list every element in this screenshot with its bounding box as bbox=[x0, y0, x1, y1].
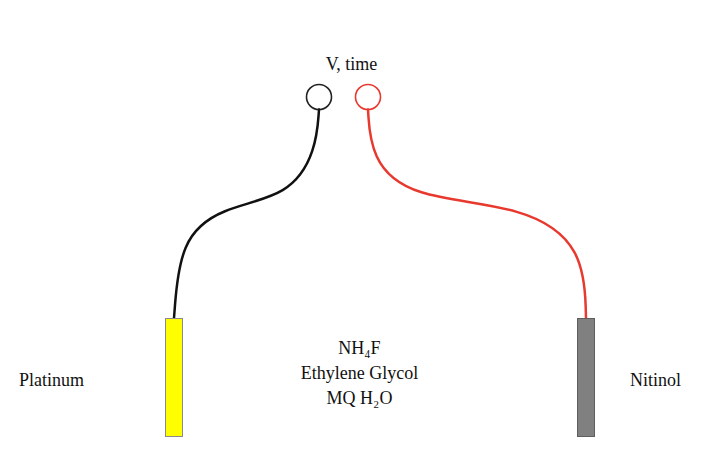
electrolyte-component: Ethylene Glycol bbox=[85, 361, 634, 386]
wire bbox=[174, 110, 319, 319]
electrolyte-component: MQ H₂O bbox=[85, 386, 634, 411]
positive-terminal bbox=[356, 85, 381, 110]
electrode-label: Platinum bbox=[19, 368, 84, 393]
beaker-wall bbox=[620, 282, 621, 320]
wire bbox=[368, 110, 586, 319]
nitinol-electrode: Nitinol bbox=[577, 318, 595, 437]
electrolyte-component: NH₄F bbox=[85, 336, 634, 361]
beaker-wall bbox=[86, 282, 87, 320]
electrode-label: Nitinol bbox=[630, 368, 681, 393]
power-supply: V, time bbox=[231, 40, 472, 158]
supply-label: V, time bbox=[231, 52, 472, 77]
beaker-rim bbox=[87, 249, 621, 315]
box-side bbox=[460, 2, 500, 158]
box-top bbox=[231, 2, 500, 40]
electrolyte-beaker: NH₄FEthylene GlycolMQ H₂OPlatinum Nitinol bbox=[85, 246, 634, 462]
negative-terminal bbox=[307, 85, 332, 110]
platinum-electrode: Platinum bbox=[165, 318, 183, 437]
